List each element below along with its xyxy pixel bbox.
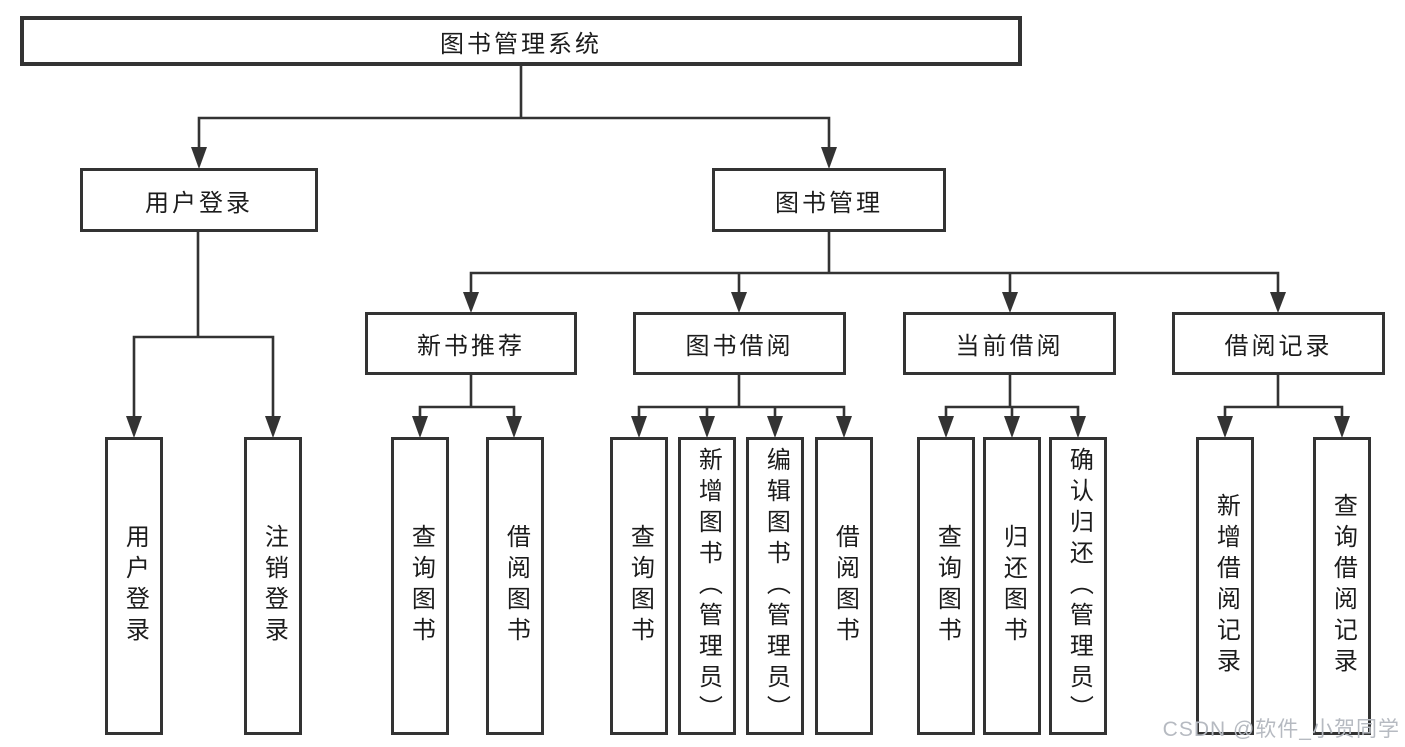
node-book-management-label: 图书管理 — [775, 189, 883, 217]
leaf-bb-query-books: 查询图书 — [610, 437, 668, 735]
leaf-cb-return-books-label: 归还图书 — [999, 524, 1027, 648]
node-book-management: 图书管理 — [712, 168, 946, 232]
leaf-bb-query-books-label: 查询图书 — [626, 524, 654, 648]
leaf-cb-confirm-return-admin-label: 确认归还（管理员） — [1065, 446, 1093, 726]
node-current-borrowing: 当前借阅 — [903, 312, 1116, 375]
node-book-borrowing: 图书借阅 — [633, 312, 846, 375]
leaf-user-login-label: 用户登录 — [121, 524, 149, 648]
leaf-bb-borrow-books: 借阅图书 — [815, 437, 873, 735]
leaf-br-query-record: 查询借阅记录 — [1313, 437, 1371, 735]
leaf-cb-query-books: 查询图书 — [917, 437, 975, 735]
arrowheads — [126, 147, 1350, 438]
node-user-login: 用户登录 — [80, 168, 318, 232]
node-current-borrowing-label: 当前借阅 — [955, 333, 1064, 360]
node-library-system: 图书管理系统 — [20, 16, 1022, 66]
leaf-nb-query-books: 查询图书 — [391, 437, 449, 735]
node-new-book-recommend-label: 新书推荐 — [417, 333, 525, 360]
leaf-user-login: 用户登录 — [105, 437, 163, 735]
leaf-bb-add-book-admin: 新增图书（管理员） — [678, 437, 736, 735]
node-user-login-label: 用户登录 — [145, 189, 253, 217]
leaf-bb-add-book-admin-label: 新增图书（管理员） — [694, 446, 722, 726]
leaf-bb-edit-book-admin-label: 编辑图书（管理员） — [762, 446, 790, 726]
leaf-bb-edit-book-admin: 编辑图书（管理员） — [746, 437, 804, 735]
leaf-nb-borrow-books-label: 借阅图书 — [502, 524, 530, 648]
leaf-br-query-record-label: 查询借阅记录 — [1329, 493, 1357, 679]
node-book-borrowing-label: 图书借阅 — [685, 333, 794, 360]
leaf-nb-borrow-books: 借阅图书 — [486, 437, 544, 735]
leaf-cb-confirm-return-admin: 确认归还（管理员） — [1049, 437, 1107, 735]
node-borrowing-records-label: 借阅记录 — [1224, 333, 1333, 360]
watermark: CSDN @软件_小贺同学 — [1162, 718, 1400, 741]
leaf-nb-query-books-label: 查询图书 — [407, 524, 435, 648]
node-borrowing-records: 借阅记录 — [1172, 312, 1385, 375]
leaf-br-add-record: 新增借阅记录 — [1196, 437, 1254, 735]
node-library-system-label: 图书管理系统 — [440, 30, 602, 58]
leaf-cb-query-books-label: 查询图书 — [933, 524, 961, 648]
leaf-br-add-record-label: 新增借阅记录 — [1212, 493, 1240, 679]
leaf-logout: 注销登录 — [244, 437, 302, 735]
node-new-book-recommend: 新书推荐 — [365, 312, 577, 375]
leaf-bb-borrow-books-label: 借阅图书 — [831, 524, 859, 648]
leaf-logout-label: 注销登录 — [260, 524, 288, 648]
leaf-cb-return-books: 归还图书 — [983, 437, 1041, 735]
